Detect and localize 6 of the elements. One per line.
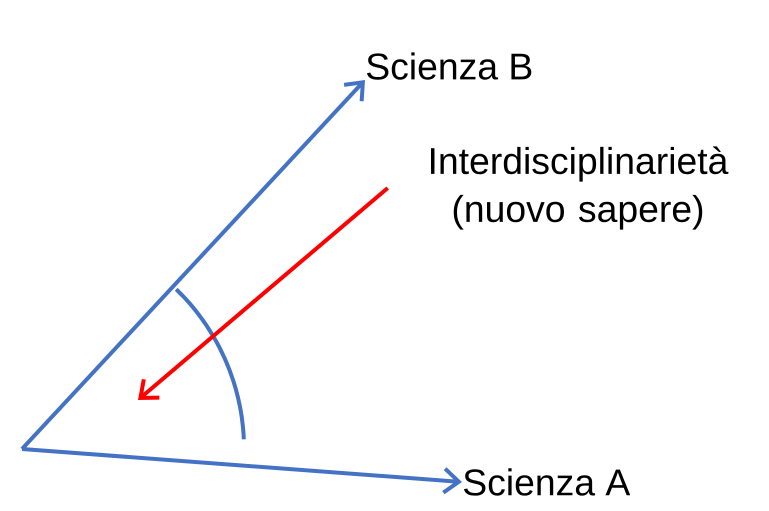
text-label: Scienza B (366, 52, 532, 80)
arrow (22, 447, 462, 494)
text-label: Scienza A (464, 468, 630, 496)
arrow (20, 80, 365, 450)
arrow (138, 186, 390, 400)
text-label: Interdisciplinarietà (nuovo sapere) (431, 146, 728, 230)
